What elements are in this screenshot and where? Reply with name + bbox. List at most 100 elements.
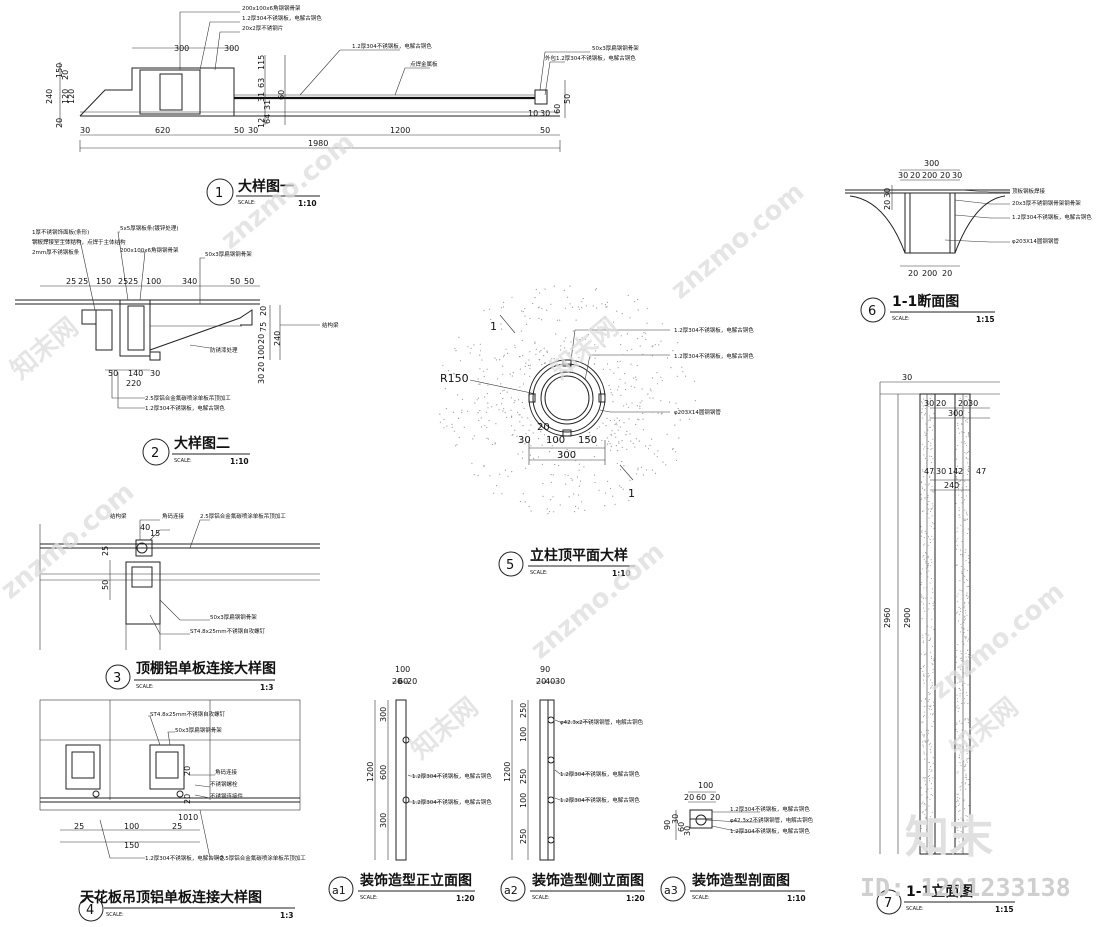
a3-dim-top-4: 20 [710, 793, 720, 802]
d1-dim-left-6: 120 [67, 89, 76, 104]
detail-5-drawing [469, 314, 670, 481]
d4-note-2: 50x3厚扁钢钢骨架 [175, 726, 222, 734]
d2-scale-label: SCALE: [174, 458, 192, 464]
d5-cut-mark-top: 1 [490, 320, 497, 333]
d1-scale-label: SCALE: [238, 200, 256, 206]
detail-3-drawing [39, 519, 320, 650]
d4-number: 4 [86, 903, 94, 918]
d4-title: 天花板吊顶铝单板连接大样图 [80, 889, 262, 906]
d7-dim-top-3: 20 [936, 399, 946, 408]
d7-ratio: 1:15 [995, 905, 1014, 914]
d5-note-3: φ203X14圆钢钢管 [674, 408, 721, 416]
watermark-5: znzmo.com [925, 577, 1070, 705]
d6-dim-top-3: 20 [910, 171, 920, 180]
d7-dim-left-1: 2960 [883, 608, 892, 628]
d1-dim-mid-7: 12 [257, 118, 266, 128]
d1-dim-right-4: 30 [540, 109, 550, 118]
a1-dim-left-1: 300 [379, 707, 388, 722]
d5-note-1: 1.2厚304不锈钢板，电解古铜色 [674, 326, 754, 334]
d7-dim-mid-2: 30 [936, 467, 946, 476]
detail-6-drawing [845, 169, 1010, 267]
d1-dim-bottom-6: 50 [540, 126, 550, 135]
d7-title: 1-1立面图 [906, 883, 973, 900]
d6-scale-label: SCALE: [892, 316, 910, 322]
a2-dim-left-5: 250 [519, 829, 528, 844]
a3-note-3: 1.2厚304不锈钢板，电解古铜色 [730, 827, 810, 835]
d7-dim-top-4: 20 [958, 399, 968, 408]
a1-drawing [374, 681, 440, 861]
d3-note-1: 结构梁 [110, 512, 127, 520]
d6-ratio: 1:15 [976, 315, 995, 324]
d7-dim-top-1: 30 [902, 373, 912, 382]
d7-dim-300: 300 [948, 409, 963, 418]
d1-dim-mid-1: 115 [257, 55, 266, 70]
d7-title-block: 7 1-1立面图 SCALE: 1:15 [876, 883, 1015, 915]
d5-dim-2: 20 [537, 422, 550, 433]
d6-dim-bottom-3: 20 [942, 269, 952, 278]
d5-number: 5 [506, 558, 514, 573]
a3-ratio: 1:10 [787, 894, 806, 903]
d7-dim-top-2: 30 [924, 399, 934, 408]
d5-radius: R150 [440, 372, 469, 385]
d3-dim-top-1: 40 [140, 523, 150, 532]
d1-dim-top-2: 300 [224, 44, 239, 53]
a3-title-block: a3 装饰造型剖面图 SCALE: 1:10 [660, 872, 806, 903]
d3-scale-label: SCALE: [136, 684, 154, 690]
d1-title-block: 1 大样图一 SCALE: 1:10 [206, 178, 320, 208]
d1-note-7: 外包1.2厚304不锈钢板，电解古铜色 [545, 54, 636, 62]
d6-title-block: 6 1-1断面图 SCALE: 1:15 [860, 293, 995, 324]
d3-note-5: ST4.8x25mm不锈钢自攻螺钉 [190, 627, 266, 635]
d3-note-4: 50x3厚扁钢钢骨架 [210, 613, 257, 621]
d1-dim-mid-4: 31 [263, 100, 272, 110]
d5-scale-label: SCALE: [530, 570, 548, 576]
d2-dim-bottom-4: 220 [126, 379, 141, 388]
d6-dim-left-1: 30 [883, 188, 892, 198]
d1-ratio: 1:10 [298, 199, 317, 208]
a2-dim-left-6: 1200 [503, 762, 512, 782]
d6-dim-left-2: 20 [883, 200, 892, 210]
d6-dim-top-4: 200 [922, 171, 937, 180]
a3-dim-top-3: 60 [696, 793, 706, 802]
a3-title: 装饰造型剖面图 [691, 872, 790, 889]
d1-dim-right-1: 60 [553, 104, 562, 114]
d1-number: 1 [215, 186, 223, 201]
d6-note-1: 顶板钢板焊接 [1012, 187, 1046, 195]
a3-dim-left-1: 90 [663, 820, 672, 830]
d1-dim-bottom-3: 50 [234, 126, 244, 135]
a1-dim-left-3: 300 [379, 813, 388, 828]
d1-dim-left-3: 20 [55, 118, 64, 128]
d2-dim-right-3: 240 [273, 331, 282, 346]
d2-dim-top-9: 50 [244, 277, 254, 286]
a2-note-3: 1.2厚304不锈钢板，电解古铜色 [560, 796, 640, 804]
d4-note-4: 不锈钢螺栓 [210, 780, 238, 788]
d2-dim-top-1: 25 [66, 277, 76, 286]
d2-dim-right-4: 20 [257, 334, 266, 344]
d2-dim-top-2: 25 [78, 277, 88, 286]
a1-scale-label: SCALE: [360, 895, 378, 901]
d2-note-9: 2.5厚铝合金氟碳喷涂单板吊顶加工 [145, 394, 231, 402]
d1-dim-left-2: 150 [55, 63, 64, 78]
a3-note-1: 1.2厚304不锈钢板，电解古铜色 [730, 805, 810, 813]
d3-title-block: 3 顶棚铝单板连接大样图 SCALE: 1:3 [105, 660, 276, 692]
d5-dim-5: 300 [557, 450, 576, 461]
d6-dim-top-5: 20 [940, 171, 950, 180]
watermark-9: 知末网 [945, 692, 1024, 765]
d4-dim-7: 10 [178, 813, 188, 822]
d2-note-8: 防锈漆处理 [210, 346, 238, 354]
d2-dim-right-7: 30 [257, 374, 266, 384]
d1-dim-right-2: 50 [563, 94, 572, 104]
d1-dim-mid-6: 60 [277, 90, 286, 100]
d6-note-3: 1.2厚304不锈钢板，电解古铜色 [1012, 213, 1092, 221]
d4-dim-5: 20 [183, 766, 192, 776]
d2-dim-bottom-2: 140 [128, 369, 143, 378]
d3-dim-top-2: 15 [150, 529, 160, 538]
a2-note-2: 1.2厚304不锈钢板，电解古铜色 [560, 770, 640, 778]
d4-dim-4: 150 [124, 841, 139, 850]
detail-4-drawing [39, 699, 301, 859]
a2-drawing [511, 681, 590, 861]
d2-number: 2 [151, 446, 159, 461]
a1-dim-top-2: 20 [392, 677, 402, 686]
d2-dim-top-3: 150 [96, 277, 111, 286]
a1-note-1: 1.2厚304不锈钢板，电解古铜色 [412, 772, 492, 780]
a2-scale-label: SCALE: [532, 895, 550, 901]
